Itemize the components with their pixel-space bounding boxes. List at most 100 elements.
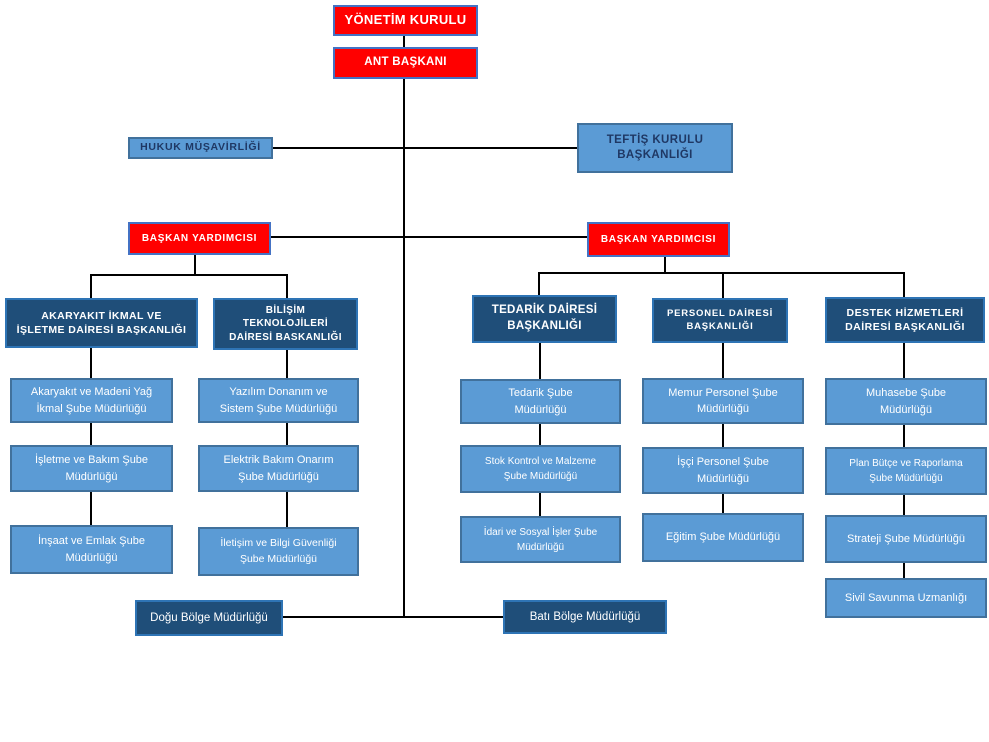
label-line: Müdürlüğü: [65, 551, 118, 564]
label-line: DAİRESİ BAŞKANLIĞI: [845, 321, 965, 333]
label-line: Müdürlüğü: [697, 403, 749, 415]
label-line: İkmal Şube Müdürlüğü: [36, 402, 147, 415]
label-line: TEFTİŞ KURULU: [606, 134, 704, 147]
label-line: BAŞKAN YARDIMCISI: [600, 233, 717, 245]
connector-line: [286, 423, 288, 445]
label-line: Sivil Savunma Uzmanlığı: [844, 591, 968, 604]
connector-line: [539, 424, 541, 445]
connector-line: [194, 255, 196, 276]
org-node-sivil-savunma-uzmanligi: Sivil Savunma Uzmanlığı: [825, 578, 987, 618]
connector-line: [283, 616, 503, 618]
label-line: İşçi Personel Şube: [677, 456, 769, 468]
org-node-bati-bolge: Batı Bölge Müdürlüğü: [503, 600, 667, 634]
connector-line: [403, 36, 405, 47]
org-node-isci-personel-sube: İşçi Personel Şube Müdürlüğü: [642, 447, 804, 494]
label-line: ANT BAŞKANI: [364, 56, 447, 69]
label-line: Strateji Şube Müdürlüğü: [846, 532, 965, 545]
org-node-ant-baskani: ANT BAŞKANI: [333, 47, 478, 79]
org-node-elektrik-bakim-onarim-sube: Elektrik Bakım Onarım Şube Müdürlüğü: [198, 445, 359, 492]
label-line: Müdürlüğü: [514, 403, 567, 416]
label-line: Müdürlüğü: [516, 541, 565, 553]
connector-line: [539, 493, 541, 516]
label-line: AKARYAKIT İKMAL VE: [41, 309, 162, 322]
org-node-egitim-sube: Eğitim Şube Müdürlüğü: [642, 513, 804, 562]
org-node-hukuk-musavirligi: HUKUK MÜŞAVİRLİĞİ: [128, 137, 273, 159]
org-node-tedarik-sube: Tedarik Şube Müdürlüğü: [460, 379, 621, 424]
org-node-personel-dairesi: PERSONEL DAİRESİ BAŞKANLIĞI: [652, 298, 788, 343]
label-line: İletişim ve Bilgi Güvenliği: [220, 536, 337, 549]
label-line: Sistem Şube Müdürlüğü: [219, 402, 338, 415]
label-line: Şube Müdürlüğü: [503, 471, 578, 482]
label-line: Eğitim Şube Müdürlüğü: [665, 531, 781, 544]
org-node-strateji-sube: Strateji Şube Müdürlüğü: [825, 515, 987, 563]
label-line: Şube Müdürlüğü: [238, 470, 319, 483]
connector-line: [903, 425, 905, 447]
org-node-tedarik-dairesi: TEDARİK DAİRESİ BAŞKANLIĞI: [472, 295, 617, 343]
org-node-yazilim-donanim-sistem-sube: Yazılım Donanım ve Sistem Şube Müdürlüğü: [198, 378, 359, 423]
org-node-memur-personel-sube: Memur Personel Şube Müdürlüğü: [642, 378, 804, 424]
org-node-insaat-emlak-sube: İnşaat ve Emlak Şube Müdürlüğü: [10, 525, 173, 574]
connector-line: [538, 272, 540, 296]
label-line: Batı Bölge Müdürlüğü: [529, 610, 641, 623]
connector-line: [90, 423, 92, 445]
org-node-baskan-yardimcisi-sag: BAŞKAN YARDIMCISI: [587, 222, 730, 257]
label-line: Elektrik Bakım Onarım: [223, 454, 334, 466]
connector-line: [403, 79, 405, 617]
label-line: PERSONEL DAİRESİ: [666, 307, 774, 319]
label-line: TEDARİK DAİRESİ: [491, 304, 598, 317]
connector-line: [903, 495, 905, 515]
connector-line: [722, 343, 724, 378]
org-node-stok-kontrol-malzeme-sube: Stok Kontrol ve Malzeme Şube Müdürlüğü: [460, 445, 621, 493]
label-line: Akaryakıt ve Madeni Yağ: [30, 386, 153, 398]
org-node-idari-sosyal-isler-sube: İdari ve Sosyal İşler Şube Müdürlüğü: [460, 516, 621, 563]
connector-line: [90, 348, 92, 378]
connector-line: [90, 274, 92, 299]
connector-line: [286, 492, 288, 527]
label-line: Müdürlüğü: [65, 470, 118, 483]
connector-line: [903, 343, 905, 378]
label-line: HUKUK MÜŞAVİRLİĞİ: [140, 141, 261, 154]
connector-line: [90, 274, 288, 276]
label-line: İŞLETME DAİRESİ BAŞKANLIĞI: [16, 324, 187, 336]
label-line: Şube Müdürlüğü: [239, 552, 318, 565]
connector-line: [722, 494, 724, 513]
connector-line: [664, 257, 666, 274]
label-line: DESTEK HİZMETLERİ: [846, 306, 964, 319]
connector-line: [286, 350, 288, 378]
label-line: TEKNOLOJİLERİ: [242, 318, 329, 330]
org-node-yonetim-kurulu: YÖNETİM KURULU: [333, 5, 478, 36]
label-line: BİLİŞİM: [265, 304, 306, 316]
label-line: Doğu Bölge Müdürlüğü: [150, 611, 268, 624]
label-line: Müdürlüğü: [697, 472, 749, 485]
connector-line: [271, 236, 587, 238]
org-node-dogu-bolge: Doğu Bölge Müdürlüğü: [135, 600, 283, 636]
org-node-destek-hizmetleri-dairesi: DESTEK HİZMETLERİ DAİRESİ BAŞKANLIĞI: [825, 297, 985, 343]
org-node-teftis-kurulu: TEFTİŞ KURULU BAŞKANLIĞI: [577, 123, 733, 173]
label-line: İşletme ve Bakım Şube: [34, 454, 149, 466]
connector-line: [90, 492, 92, 525]
connector-line: [722, 424, 724, 447]
connector-line: [273, 147, 577, 149]
label-line: Tedarik Şube: [508, 387, 573, 399]
connector-line: [286, 274, 288, 299]
label-line: Memur Personel Şube: [668, 386, 778, 399]
org-node-akaryakit-madeni-yag-sube: Akaryakıt ve Madeni Yağ İkmal Şube Müdür…: [10, 378, 173, 423]
label-line: YÖNETİM KURULU: [344, 12, 467, 28]
label-line: İdari ve Sosyal İşler Şube: [483, 526, 598, 538]
label-line: Şube Müdürlüğü: [869, 473, 943, 484]
org-node-iletisim-bilgi-guvenligi-sube: İletişim ve Bilgi Güvenliği Şube Müdürlü…: [198, 527, 359, 576]
label-line: Muhasebe Şube: [865, 387, 947, 399]
org-node-isletme-bakim-sube: İşletme ve Bakım Şube Müdürlüğü: [10, 445, 173, 492]
label-line: Yazılım Donanım ve: [229, 386, 328, 398]
label-line: Plan Bütçe ve Raporlama: [849, 458, 963, 469]
connector-line: [539, 343, 541, 379]
label-line: Müdürlüğü: [880, 403, 932, 416]
org-node-bilisim-dairesi: BİLİŞİM TEKNOLOJİLERİ DAİRESİ BASKANLIĞI: [213, 298, 358, 350]
label-line: DAİRESİ BASKANLIĞI: [229, 331, 342, 343]
label-line: BAŞKANLIĞI: [617, 149, 693, 161]
label-line: BAŞKANLIĞI: [507, 320, 582, 332]
connector-line: [903, 563, 905, 578]
label-line: BAŞKANLIĞI: [686, 320, 754, 332]
org-node-baskan-yardimcisi-sol: BAŞKAN YARDIMCISI: [128, 222, 271, 255]
